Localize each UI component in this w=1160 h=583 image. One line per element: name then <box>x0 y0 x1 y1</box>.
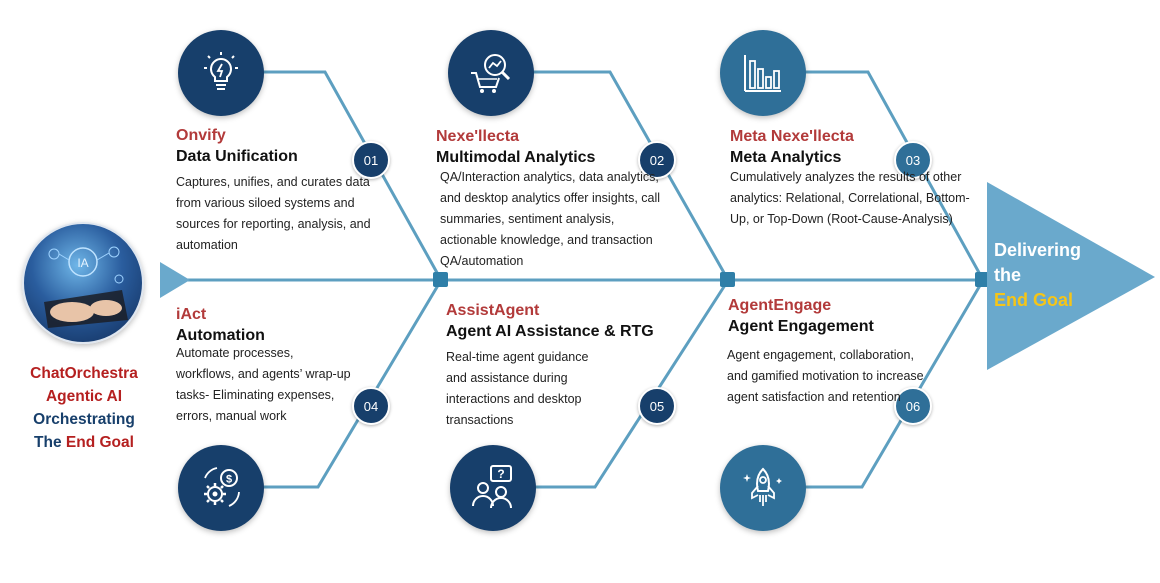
step-04-desc: Automate processes, workflows, and agent… <box>176 343 354 427</box>
step-06-title: Agent Engagement <box>728 318 874 336</box>
bar-chart-icon-circle <box>720 30 806 116</box>
bar-chart-icon <box>741 51 785 95</box>
left-title-line3: Orchestrating <box>14 408 154 431</box>
laptop-illustration-icon: IA <box>24 224 142 342</box>
step-number-04: 04 <box>352 387 390 425</box>
step-05-brand: AssistAgent <box>446 302 539 320</box>
step-03-title: Meta Analytics <box>730 149 841 167</box>
svg-text:?: ? <box>497 467 504 481</box>
step-06-desc: Agent engagement, collaboration, and gam… <box>727 345 932 408</box>
step-06-brand: AgentEngage <box>728 297 831 315</box>
step-04-brand: iAct <box>176 306 206 324</box>
step-02-title: Multimodal Analytics <box>436 149 595 167</box>
agent-laptop-image: IA <box>22 222 144 344</box>
junction-node-1 <box>433 272 448 287</box>
left-title-line4-a: The <box>34 434 62 451</box>
junction-node-2 <box>720 272 735 287</box>
svg-text:$: $ <box>226 474 232 486</box>
step-01-desc: Captures, unifies, and curates data from… <box>176 172 386 256</box>
people-question-icon: ? <box>469 464 517 512</box>
goal-line3: End Goal <box>994 288 1104 313</box>
step-01-title: Data Unification <box>176 148 298 166</box>
step-03-brand: Meta Nexe'llecta <box>730 128 854 146</box>
rocket-icon-circle <box>720 445 806 531</box>
left-title-line4: The End Goal <box>14 431 154 454</box>
gear-dollar-icon: $ <box>197 464 245 512</box>
step-02-desc: QA/Interaction analytics, data analytics… <box>440 167 665 272</box>
svg-text:IA: IA <box>77 256 88 270</box>
step-number-05: 05 <box>638 387 676 425</box>
gear-dollar-icon-circle: $ <box>178 445 264 531</box>
step-03-desc: Cumulatively analyzes the results of oth… <box>730 167 970 230</box>
left-title-block: ChatOrchestra Agentic AI Orchestrating T… <box>14 362 154 454</box>
left-title-line4-b: End Goal <box>66 434 134 451</box>
goal-text: Delivering the End Goal <box>994 238 1104 313</box>
cart-analytics-icon-circle <box>448 30 534 116</box>
cart-analytics-icon <box>467 49 515 97</box>
goal-line2: the <box>994 263 1104 288</box>
step-05-title: Agent AI Assistance & RTG <box>446 323 654 341</box>
lightbulb-icon <box>199 51 243 95</box>
lightbulb-icon-circle <box>178 30 264 116</box>
left-title-line1: ChatOrchestra <box>14 362 154 385</box>
step-01-brand: Onvify <box>176 127 226 145</box>
people-question-icon-circle: ? <box>450 445 536 531</box>
left-title-line2: Agentic AI <box>14 385 154 408</box>
step-02-brand: Nexe'llecta <box>436 128 519 146</box>
step-05-desc: Real-time agent guidance and assistance … <box>446 347 611 431</box>
goal-line1: Delivering <box>994 238 1104 263</box>
spine-start-arrow <box>160 262 190 298</box>
rocket-icon <box>741 466 785 510</box>
